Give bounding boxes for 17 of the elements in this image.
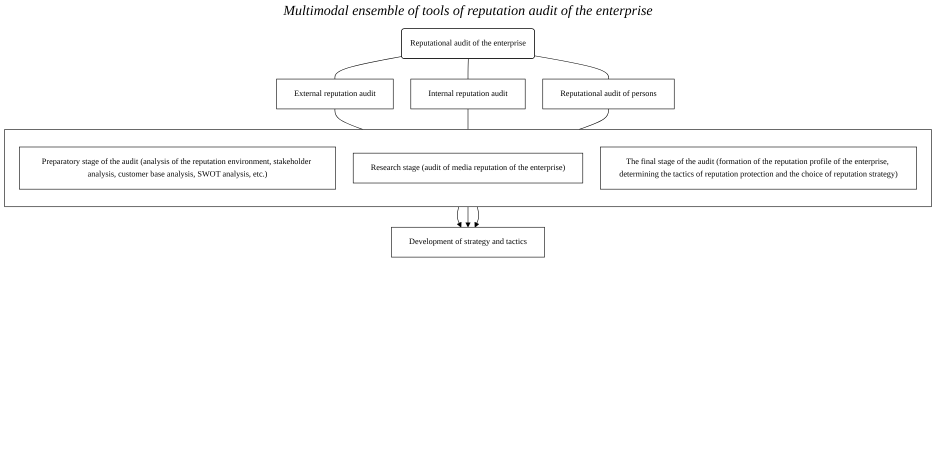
node-box: External reputation audit (276, 78, 394, 110)
connector (334, 108, 364, 130)
connector (334, 56, 402, 80)
cluster (4, 129, 932, 208)
note-text: Multimodal ensemble of tools of reputation audit of the enterprise (283, 4, 653, 20)
node-box: Research stage (audit of media reputation of the enterprise) (352, 152, 584, 184)
arrow (474, 206, 480, 228)
arrow (465, 206, 471, 228)
node-box: Preparatory stage of the audit (analysis of the reputation environment, stakeholder analysis, customer base analysis, SWOT analysis, etc.) (19, 146, 336, 190)
node-box: Development of strategy and tactics (391, 226, 545, 258)
node-box: Reputational audit of persons (542, 78, 675, 110)
connector (578, 108, 609, 130)
node-box: The final stage of the audit (formation of the reputation profile of the enterprise, determining the tactics of reputation protection and the choice of reputation strategy) (600, 146, 917, 190)
node-box: Internal reputation audit (410, 78, 526, 110)
connector (534, 56, 609, 80)
arrow (456, 206, 462, 228)
connector (468, 58, 469, 80)
